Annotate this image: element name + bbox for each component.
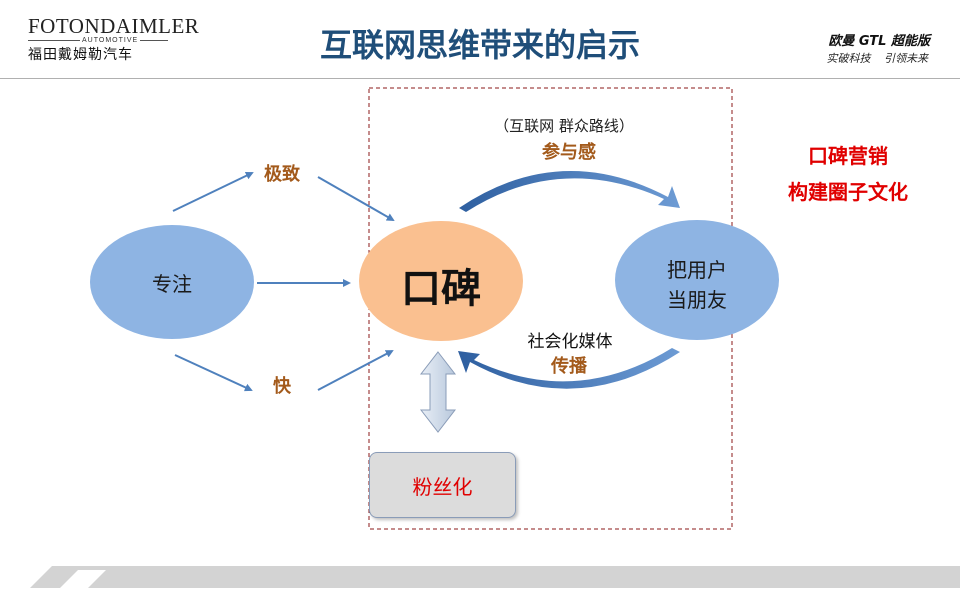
node-word-of-mouth xyxy=(359,221,523,341)
side-note-line-2: 构建圈子文化 xyxy=(788,180,908,204)
arc-top xyxy=(459,171,680,212)
arrow-focus-to-fast xyxy=(174,354,253,392)
brand-logo-en: FOTONDAIMLER xyxy=(28,14,200,38)
label-social-media: 社会化媒体 xyxy=(527,332,613,352)
arrow-fast-to-wom xyxy=(317,350,394,391)
node-focus-label: 专注 xyxy=(152,272,192,296)
product-slogan: 实破科技 引领未来 xyxy=(826,52,929,65)
node-user-friend-label-2: 当朋友 xyxy=(667,288,727,312)
label-top-note: （互联网 群众路线） xyxy=(494,117,634,135)
box-fans: 粉丝化 xyxy=(369,452,516,518)
brand-logo-cn: 福田戴姆勒汽车 xyxy=(28,47,133,63)
arc-bottom xyxy=(458,348,680,389)
product-tagline: 欧曼 GTL 超能版 xyxy=(828,34,930,49)
node-user-friend-label-1: 把用户 xyxy=(667,258,727,282)
label-participation: 参与感 xyxy=(542,142,596,163)
brand-logo-sub: AUTOMOTIVE xyxy=(80,37,141,44)
header-divider xyxy=(0,78,960,79)
node-user-friend xyxy=(615,220,779,340)
label-spread: 传播 xyxy=(551,356,587,377)
node-focus xyxy=(90,225,254,339)
label-extreme: 极致 xyxy=(264,164,300,185)
label-fast: 快 xyxy=(273,376,291,397)
page-title: 互联网思维带来的启示 xyxy=(319,26,640,64)
side-note-line-1: 口碑营销 xyxy=(808,144,888,168)
double-arrow xyxy=(419,351,457,433)
arrow-extreme-to-wom xyxy=(317,176,395,221)
node-word-of-mouth-label: 口碑 xyxy=(401,266,481,312)
arrow-focus-to-extreme xyxy=(172,171,254,212)
